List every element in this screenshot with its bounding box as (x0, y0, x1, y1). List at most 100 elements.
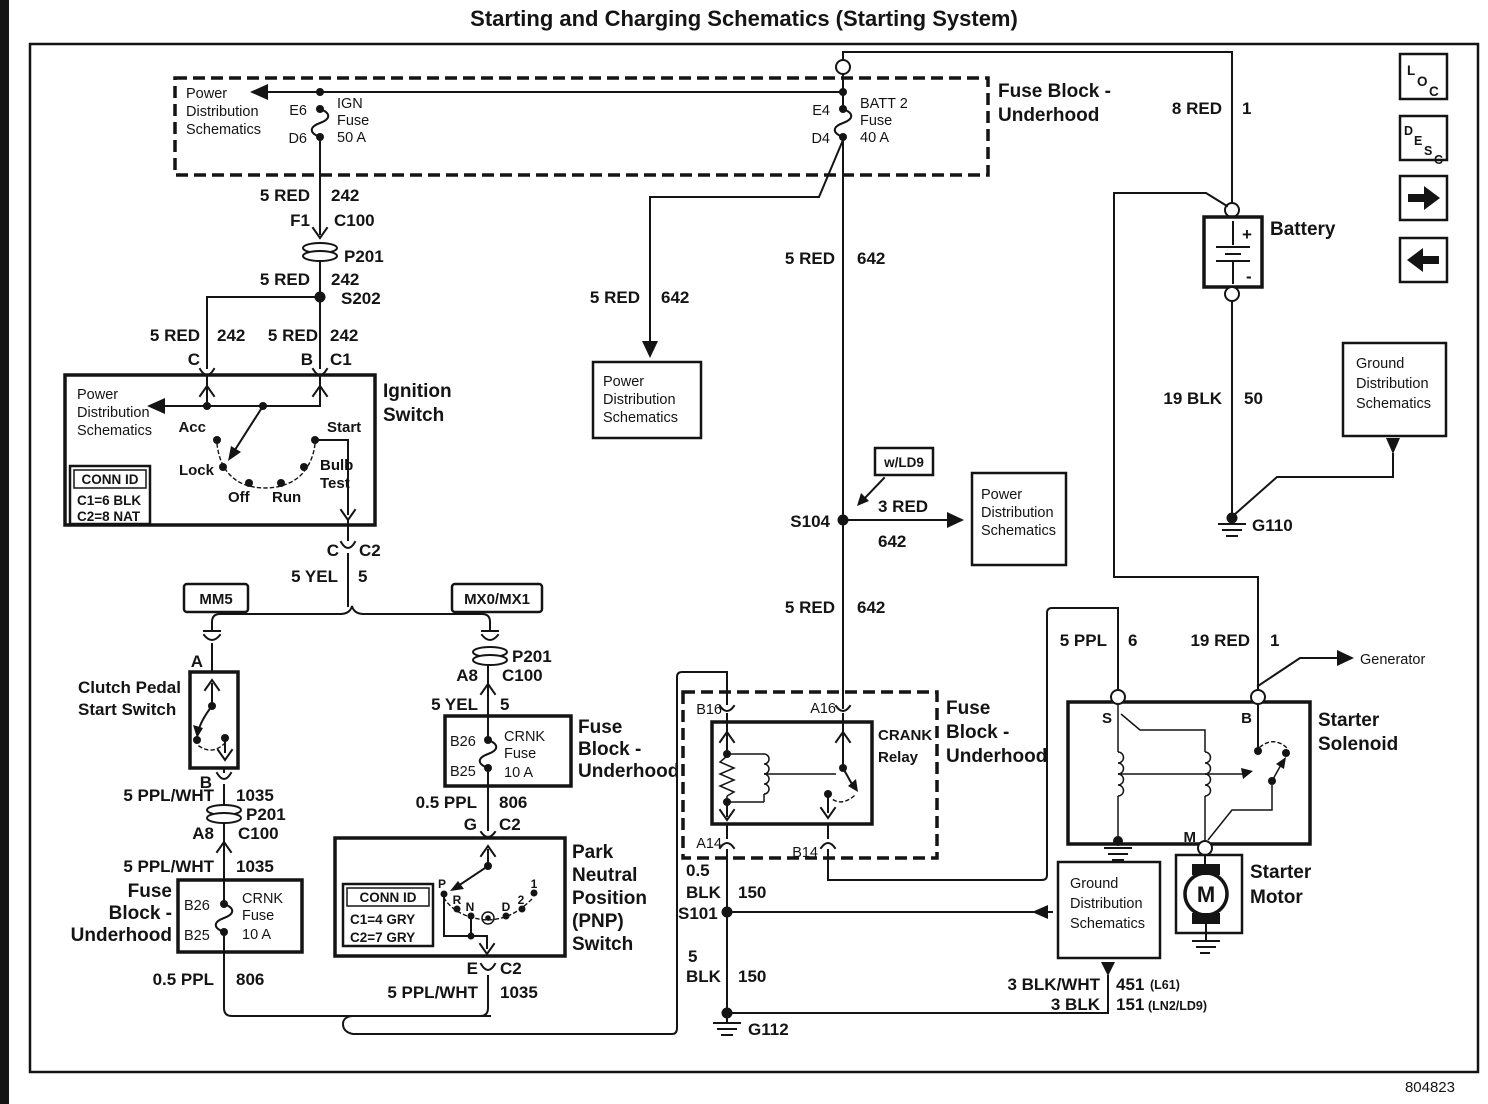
relay-label: CRANK (878, 727, 932, 744)
wire-circuit: 5 (358, 567, 367, 586)
splice-id: S101 (678, 904, 718, 923)
fuse-rating: 50 A (337, 130, 366, 146)
ref-text: Distribution (1070, 896, 1143, 912)
position-label: Acc (178, 419, 206, 436)
terminal-label: A16 (810, 701, 836, 717)
up-chevron-icon (311, 384, 329, 398)
conn-id-table: CONN ID C1=6 BLK C2=8 NAT (68, 464, 152, 526)
ref-text: Power (603, 374, 644, 390)
left-arrowhead-icon (250, 84, 268, 100)
wire-color: 5 PPL/WHT (123, 857, 214, 876)
fuse-name: Fuse (242, 908, 274, 924)
tag-arrowhead-icon (857, 493, 869, 506)
splice-id: S104 (790, 512, 830, 531)
terminal-label: A14 (696, 836, 722, 852)
terminal-label: E (467, 959, 478, 978)
ignition-switch: Ignition Switch Power Distribution Schem… (63, 373, 452, 527)
ref-text: Schematics (981, 523, 1056, 539)
brush-block (1192, 913, 1220, 924)
connector-circle (1197, 840, 1213, 856)
prev-page-button[interactable] (1398, 236, 1449, 284)
wire-circuit: 6 (1128, 631, 1137, 650)
ground-icon (1192, 923, 1220, 954)
loc-button[interactable]: L O C (1398, 52, 1449, 101)
power-distribution-reference-box[interactable]: Power Distribution Schematics (591, 360, 703, 440)
terminal-cup-icon (718, 704, 736, 712)
terminal-cup-icon (834, 704, 852, 712)
wire-color: BLK (686, 967, 722, 986)
right-arrowhead-icon (947, 512, 964, 528)
fuse-block-label: Block - (109, 903, 172, 924)
terminal-label: A (191, 652, 203, 671)
ref-text: Ground (1356, 356, 1404, 372)
grommet-id: P201 (246, 805, 286, 824)
connector-id: C2 (500, 959, 522, 978)
wire-circuit: 242 (331, 270, 359, 289)
up-chevron-icon (834, 730, 852, 744)
connector-pin: F1 (290, 211, 310, 230)
connector-circle (1224, 286, 1240, 302)
fuse-block-label: Fuse (946, 698, 990, 719)
desc-button[interactable]: D E S C (1398, 114, 1449, 167)
power-distribution-reference[interactable]: Power Distribution Schematics (186, 86, 261, 138)
conn-id-row: C2=7 GRY (350, 930, 415, 945)
rotary-arc (216, 443, 316, 489)
up-chevron-icon (203, 678, 221, 692)
up-chevron-icon (198, 384, 216, 398)
gear-label: 1 (531, 877, 538, 891)
terminal-label: D6 (288, 131, 307, 147)
component-label: Start Switch (78, 700, 176, 719)
solenoid-s-wire: 5 PPL 6 (827, 607, 1137, 881)
clutch-pedal-start-switch: Clutch Pedal Start Switch (78, 670, 240, 770)
position-label: Off (228, 489, 251, 506)
component-label: Switch (572, 934, 633, 955)
terminal-label: B14 (792, 845, 818, 861)
up-chevron-icon (479, 682, 497, 696)
crank-request-branch: C C2 5 YEL 5 MM5 MX0/MX1 (182, 519, 544, 624)
option-tag-label: MM5 (199, 591, 232, 608)
wire-circuit: 242 (331, 186, 359, 205)
down-arrowhead-icon (642, 341, 658, 358)
connector-circle (1110, 689, 1126, 705)
contact-arrowhead-icon (848, 779, 858, 792)
grommet-id: P201 (512, 647, 552, 666)
fuse-block-underhood-crank-relay: Fuse Block - Underhood CRANK Relay B16 A… (681, 690, 1047, 861)
terminal-label: S (1102, 710, 1112, 727)
next-page-button[interactable] (1398, 174, 1449, 222)
down-arrowhead-icon (1386, 438, 1400, 454)
right-arrowhead-icon (1337, 650, 1354, 666)
power-distribution-reference-box[interactable]: Power Distribution Schematics (970, 471, 1068, 567)
desc-letter: E (1414, 134, 1422, 148)
binder-edge-bar (0, 0, 9, 1104)
ground-icon (713, 1012, 741, 1036)
position-label: Test (320, 475, 350, 492)
ground-distribution-reference-right[interactable]: Ground Distribution Schematics (1232, 341, 1448, 517)
fuse-name: Fuse (860, 113, 892, 129)
wire-color: 5 RED (260, 270, 310, 289)
wire-circuit: 642 (878, 532, 906, 551)
power-distribution-reference[interactable]: Power Distribution Schematics (77, 387, 152, 439)
conn-id-header: CONN ID (360, 890, 417, 905)
component-label: Starter (1250, 862, 1312, 883)
terminal-cup-icon (718, 842, 736, 850)
fuse-block-underhood-crnk-mid: Fuse Block - Underhood B26 B25 CRNK Fuse… (443, 714, 679, 788)
connector-circle (835, 59, 851, 75)
wire-circuit: 806 (236, 970, 264, 989)
battery-plus: + (1242, 225, 1252, 244)
option-tag-mx0mx1: MX0/MX1 (450, 582, 544, 614)
fuse-rating: 10 A (242, 927, 271, 943)
generator-ref[interactable]: Generator (1360, 652, 1425, 668)
wire-split-brace (210, 605, 492, 624)
down-chevron-icon (718, 808, 736, 822)
terminal-label: M (1184, 829, 1197, 846)
ground-distribution-reference-mid[interactable]: Ground Distribution Schematics (1056, 860, 1162, 960)
down-chevron-icon (819, 806, 837, 820)
ref-text: Ground (1070, 876, 1118, 892)
terminal-label: C (327, 541, 339, 560)
wire-circuit: 1035 (236, 786, 274, 805)
key-positions: Acc Lock Off Run Start Bulb Test (178, 419, 361, 506)
terminal-label: B (1241, 710, 1252, 727)
option-tag-label: MX0/MX1 (464, 591, 530, 608)
pnp-chain: P201 A8 C100 5 YEL 5 Fuse Block - Underh… (333, 621, 679, 1018)
ground-id: G110 (1252, 516, 1293, 535)
